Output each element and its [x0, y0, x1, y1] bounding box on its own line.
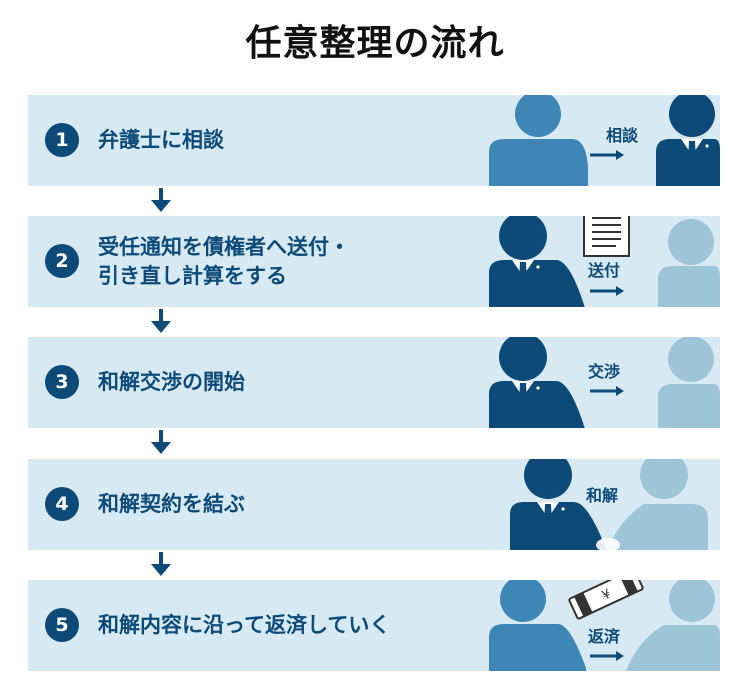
arrow-right-icon — [590, 286, 624, 296]
step-illustration: 交渉 — [489, 337, 720, 428]
step-number: 3 — [45, 365, 79, 399]
step-illustration: 送付 — [489, 216, 720, 307]
step-illustration: ¥ 返済 — [489, 580, 720, 671]
step-label: 弁護士に相談 — [98, 128, 224, 152]
person-lawyer-icon — [656, 95, 720, 186]
person-lawyer-icon — [489, 337, 585, 428]
step-number: 4 — [45, 487, 79, 521]
step-illustration: 和解 — [510, 459, 708, 550]
person-creditor-icon — [658, 337, 720, 428]
person-lawyer-icon — [489, 216, 585, 307]
arrow-right-icon — [590, 150, 624, 160]
handshake-icon — [596, 538, 620, 550]
step-action-label: 相談 — [606, 126, 639, 145]
step-action-label: 返済 — [588, 627, 621, 646]
person-client-icon — [489, 95, 588, 186]
down-arrow-icon — [151, 430, 171, 454]
person-creditor-icon — [658, 219, 720, 307]
step-label: 受任通知を債権者へ送付・引き直し計算をする — [98, 234, 350, 288]
step-1: 1 弁護士に相談 相談 — [28, 95, 720, 186]
person-client-icon — [489, 580, 586, 671]
page-title: 任意整理の流れ — [245, 23, 505, 64]
step-label: 和解内容に沿って返済していく — [98, 613, 391, 637]
down-arrow-icon — [151, 188, 171, 212]
document-icon — [583, 216, 630, 257]
step-label: 和解契約を結ぶ — [98, 492, 245, 516]
arrow-right-icon — [590, 386, 624, 396]
person-creditor-icon — [626, 580, 720, 671]
step-number: 2 — [45, 244, 79, 278]
person-creditor-icon — [608, 459, 708, 550]
step-5: 5 和解内容に沿って返済していく ¥ 返済 — [28, 580, 720, 671]
step-number: 1 — [45, 123, 79, 157]
step-2: 2 受任通知を債権者へ送付・引き直し計算をする 送付 — [28, 216, 720, 307]
down-arrow-icon — [151, 552, 171, 576]
person-lawyer-icon — [510, 459, 606, 550]
step-illustration: 相談 — [489, 95, 720, 186]
down-arrow-icon — [151, 309, 171, 333]
arrow-right-icon — [590, 651, 624, 661]
step-action-label: 和解 — [586, 486, 618, 505]
step-3: 3 和解交渉の開始 交渉 — [28, 337, 720, 428]
step-label: 和解交渉の開始 — [98, 370, 245, 394]
step-action-label: 交渉 — [588, 362, 620, 381]
step-action-label: 送付 — [587, 261, 620, 280]
step-4: 4 和解契約を結ぶ 和解 — [28, 459, 720, 550]
money-bundle-icon: ¥ — [568, 580, 644, 620]
step-number: 5 — [45, 608, 79, 642]
